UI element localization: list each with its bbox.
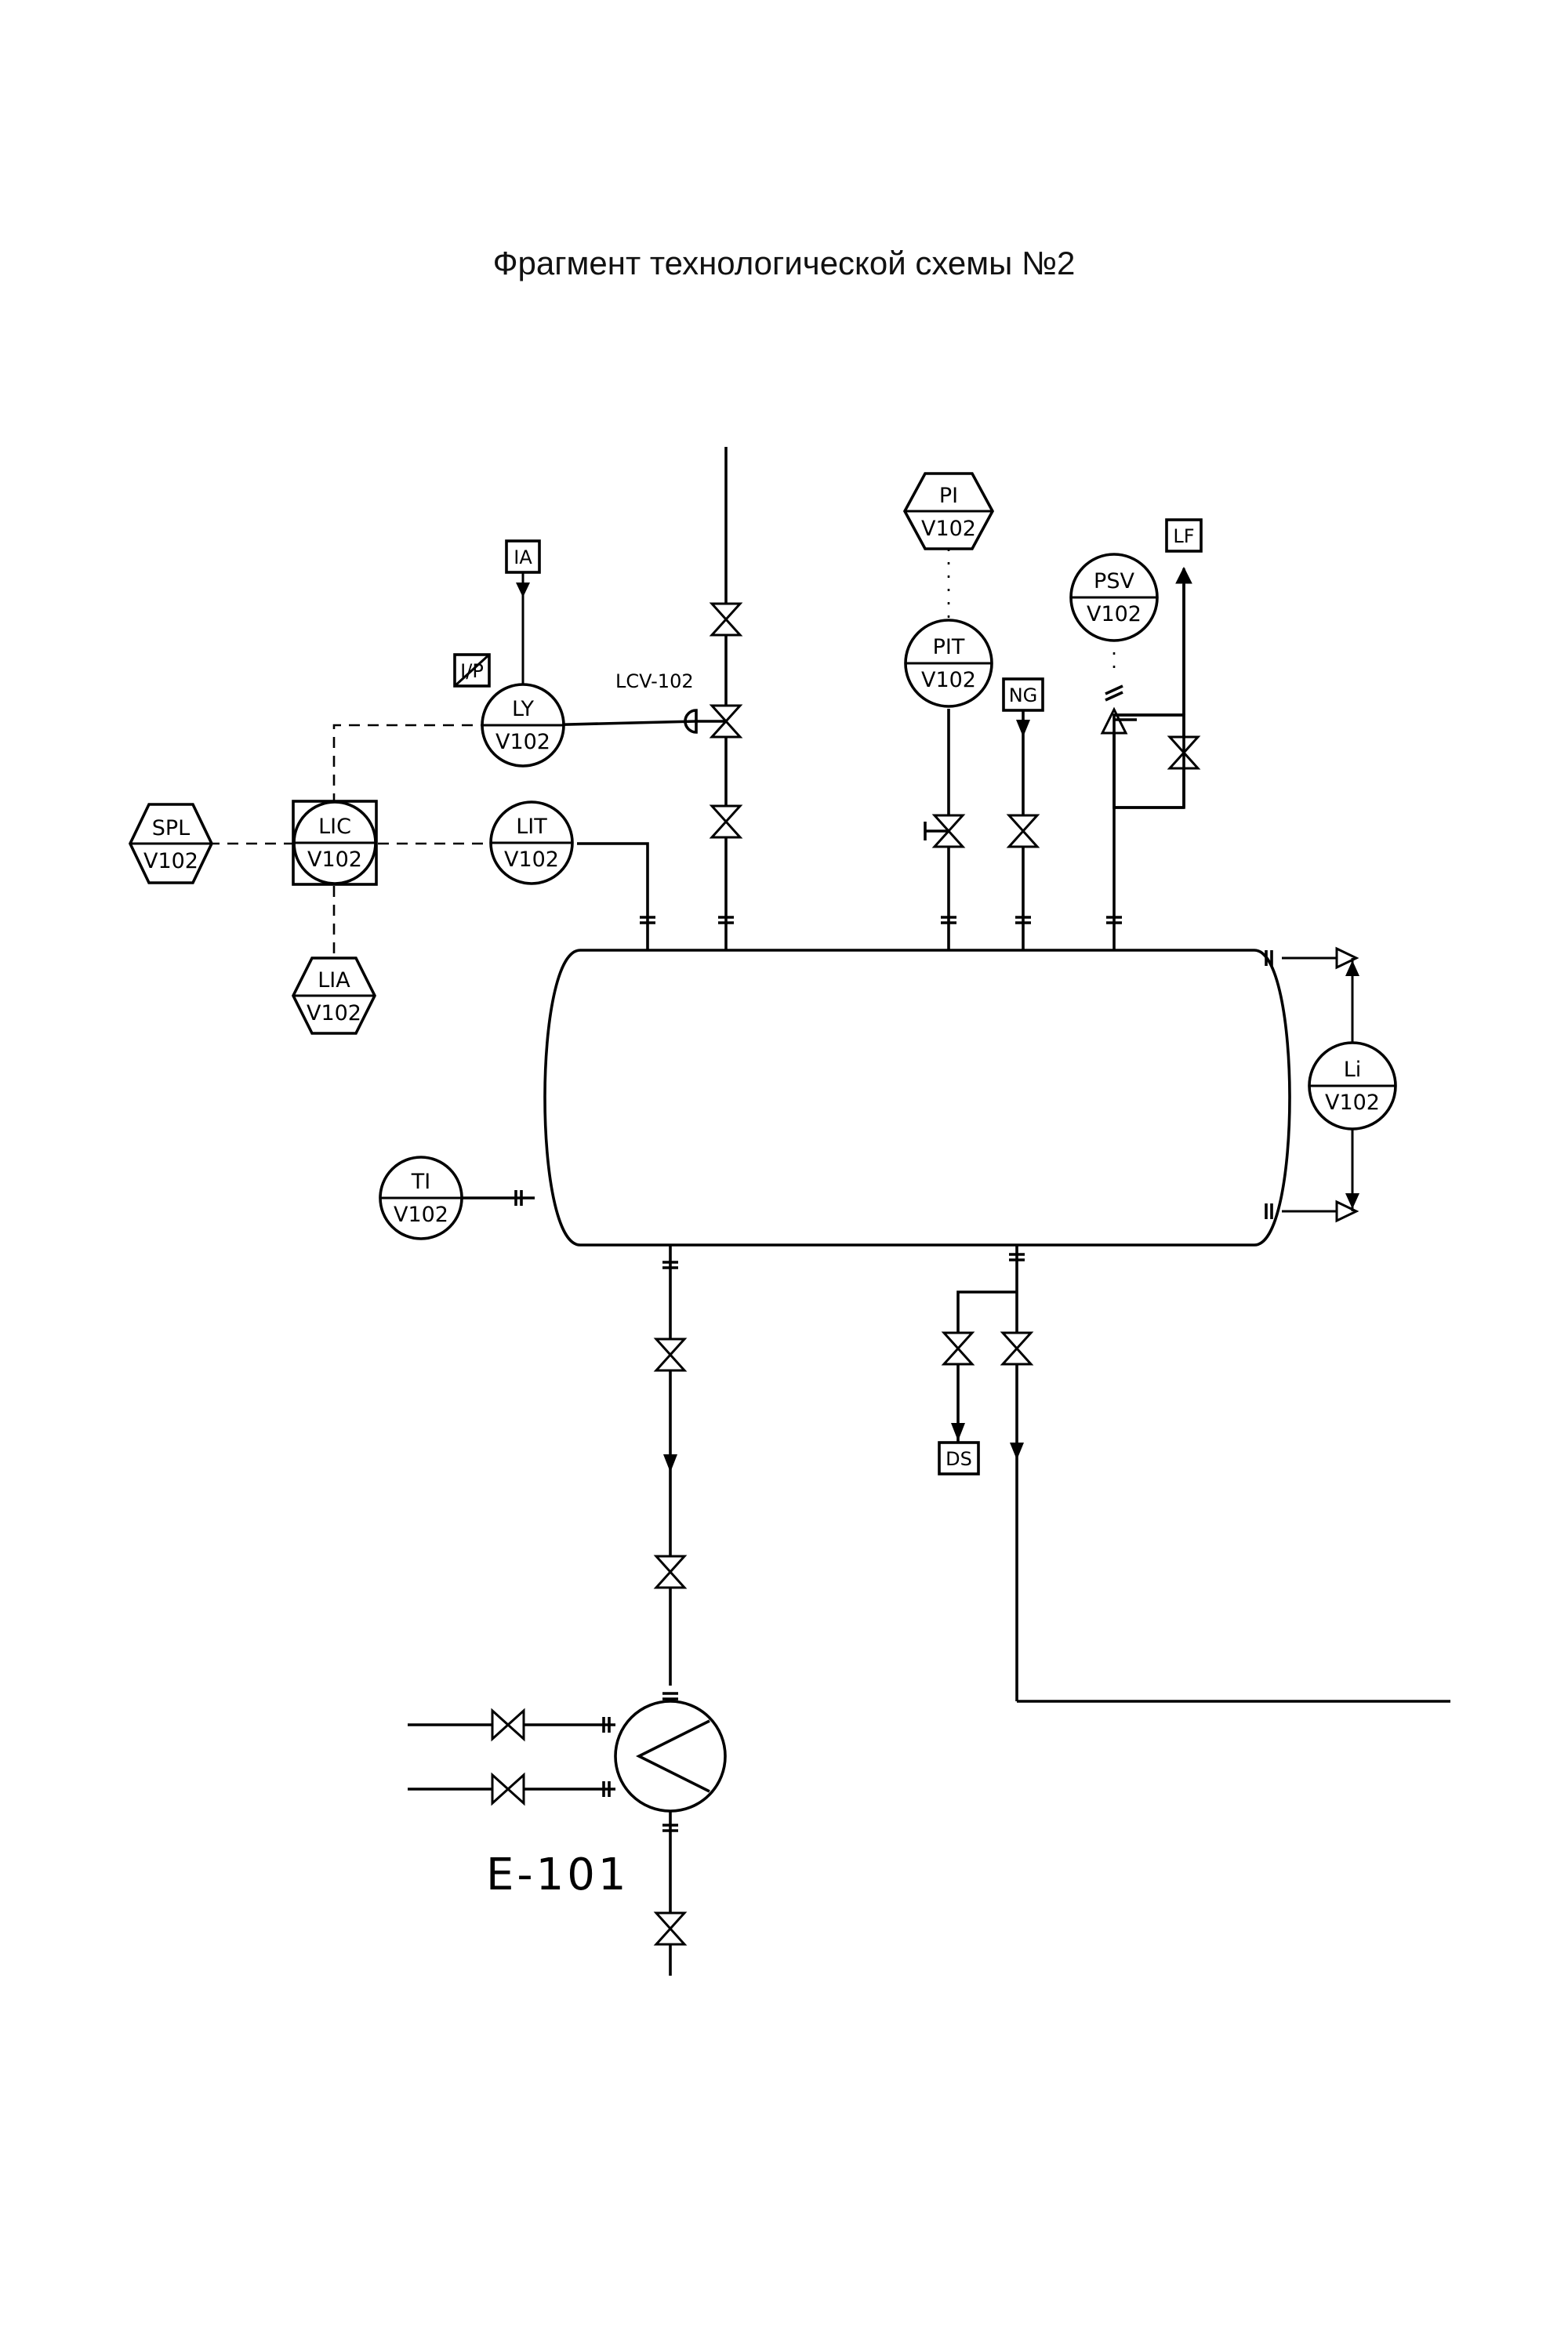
pit-valve[interactable] xyxy=(924,814,966,848)
ly-signal-line xyxy=(332,724,481,804)
ly-loop: V102 xyxy=(495,730,550,754)
bottom-valve-1[interactable] xyxy=(653,1338,688,1372)
ia-label: IA xyxy=(514,546,532,568)
feed-valve-lower[interactable] xyxy=(709,804,743,839)
drain-branch-line xyxy=(956,1290,1017,1443)
ng-label: NG xyxy=(1009,684,1038,706)
bottom-flow-arrow xyxy=(663,1454,677,1472)
ti-code: TI xyxy=(411,1170,430,1194)
li-arrow-up xyxy=(1345,960,1359,976)
vessel xyxy=(543,949,1291,1247)
ip-label: I/P xyxy=(460,660,484,682)
lcv-valve[interactable] xyxy=(684,704,743,739)
lcv-label: LCV-102 xyxy=(615,670,694,692)
lit-impulse-line xyxy=(577,842,649,950)
main-drain-arrow xyxy=(1010,1443,1024,1460)
ia-arrow xyxy=(516,583,530,597)
ng-arrow xyxy=(1016,720,1030,737)
top-flanges xyxy=(640,916,1122,924)
ip-diagonal xyxy=(453,653,491,688)
lf-label: LF xyxy=(1173,525,1194,547)
ds-label: DS xyxy=(946,1448,972,1470)
ia-box xyxy=(505,539,541,574)
psv-discharge-box xyxy=(1112,713,1185,809)
pi-code: PI xyxy=(939,484,958,508)
ng-box xyxy=(1002,677,1044,712)
heat-exchanger-label: E-101 xyxy=(486,1849,629,1900)
pit-loop: V102 xyxy=(921,668,976,692)
pi-loop: V102 xyxy=(921,517,976,541)
feed-valve-upper[interactable] xyxy=(709,602,743,637)
spl-loop: V102 xyxy=(143,849,198,873)
pit-code: PIT xyxy=(933,635,965,659)
e101-lower-valve[interactable] xyxy=(491,1772,525,1806)
lic-loop: V102 xyxy=(307,848,362,872)
lit-code: LIT xyxy=(516,815,547,839)
spl-code: SPL xyxy=(152,816,190,840)
ds-arrow xyxy=(951,1423,965,1441)
lf-box xyxy=(1165,518,1203,553)
lic-code: LIC xyxy=(318,815,351,839)
lia-code: LIA xyxy=(318,968,350,993)
li-loop: V102 xyxy=(1325,1091,1380,1115)
heat-exchanger-e101 xyxy=(614,1700,727,1813)
e101-outlet-valve[interactable] xyxy=(653,1911,688,1946)
drain-valve[interactable] xyxy=(941,1331,975,1366)
li-upper-valve xyxy=(1335,946,1359,970)
ds-box xyxy=(938,1441,980,1475)
li-code: Li xyxy=(1344,1058,1362,1082)
heat-exchanger-coil xyxy=(635,1719,710,1793)
ng-valve[interactable] xyxy=(1006,814,1040,848)
lia-loop: V102 xyxy=(307,1001,361,1025)
right-flanges xyxy=(1265,950,1273,1219)
main-drain-valve[interactable] xyxy=(1000,1331,1034,1366)
ly-code: LY xyxy=(512,697,534,721)
bottom-valve-2[interactable] xyxy=(653,1555,688,1589)
page-title: Фрагмент технологической схемы №2 xyxy=(492,245,1076,281)
lit-loop: V102 xyxy=(504,848,559,872)
psv-code: PSV xyxy=(1094,569,1134,593)
li-lower-valve xyxy=(1335,1200,1359,1223)
e101-upper-valve[interactable] xyxy=(491,1708,525,1742)
li-arrow-down xyxy=(1345,1193,1359,1209)
psv-loop: V102 xyxy=(1087,602,1142,626)
psv-body xyxy=(1100,684,1137,735)
ti-loop: V102 xyxy=(394,1203,448,1227)
